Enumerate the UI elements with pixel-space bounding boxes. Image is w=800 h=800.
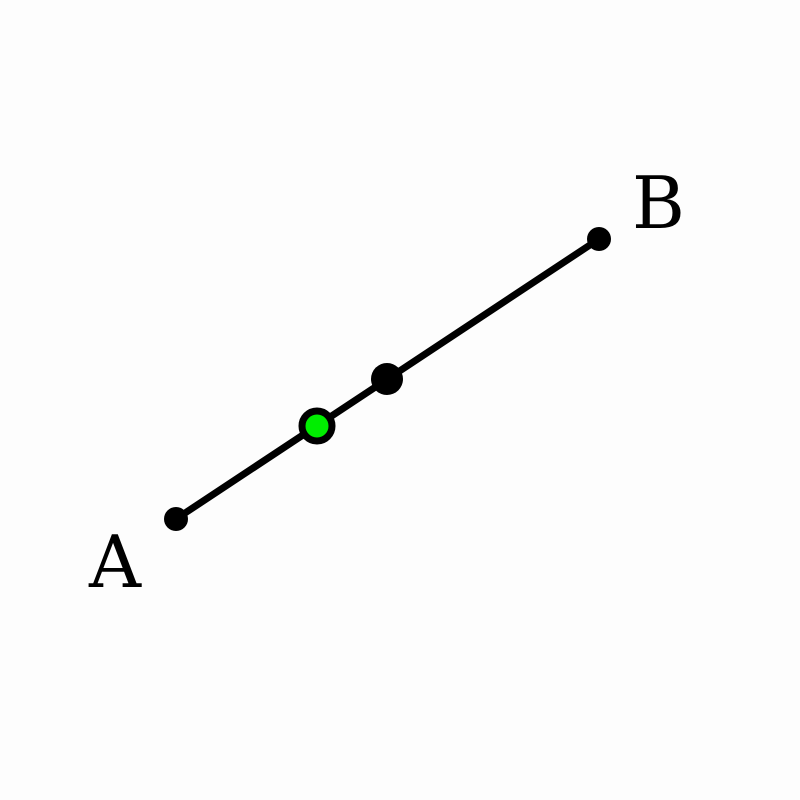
label-a: A bbox=[88, 520, 142, 604]
label-b: B bbox=[632, 161, 685, 245]
endpoint-b[interactable] bbox=[587, 227, 611, 251]
highlighted-point[interactable] bbox=[298, 407, 336, 445]
endpoint-a[interactable] bbox=[164, 507, 188, 531]
interior-point[interactable] bbox=[371, 363, 403, 395]
